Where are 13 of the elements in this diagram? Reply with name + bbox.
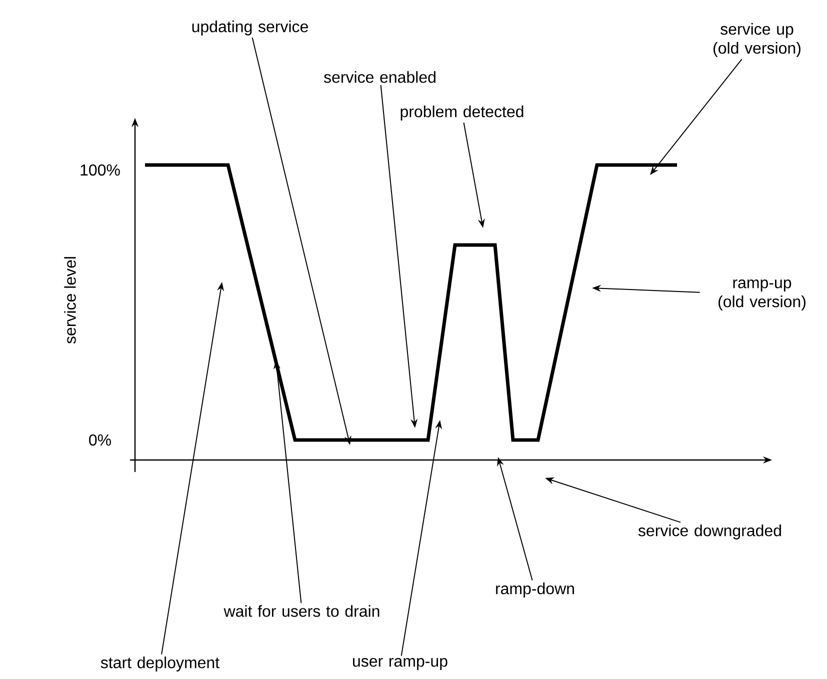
callout-text: start deployment [100,656,220,672]
callout-text: updating service [192,20,308,36]
callout-text: ramp-down [496,582,574,598]
tick-label: 0% [89,434,111,446]
callout-text: problem detected [400,106,524,120]
callout-text: service enabled [324,71,436,83]
callout-text: user ramp-up [353,658,448,670]
tick-label: 100% [80,164,120,176]
callout-text: service downgraded [638,524,781,540]
callout-text: service up (old version) [714,23,800,57]
callout-text: wait for users to drain [224,605,380,617]
axis-label: service level [64,257,76,344]
callout-text: ramp-up (old version) [718,280,806,310]
